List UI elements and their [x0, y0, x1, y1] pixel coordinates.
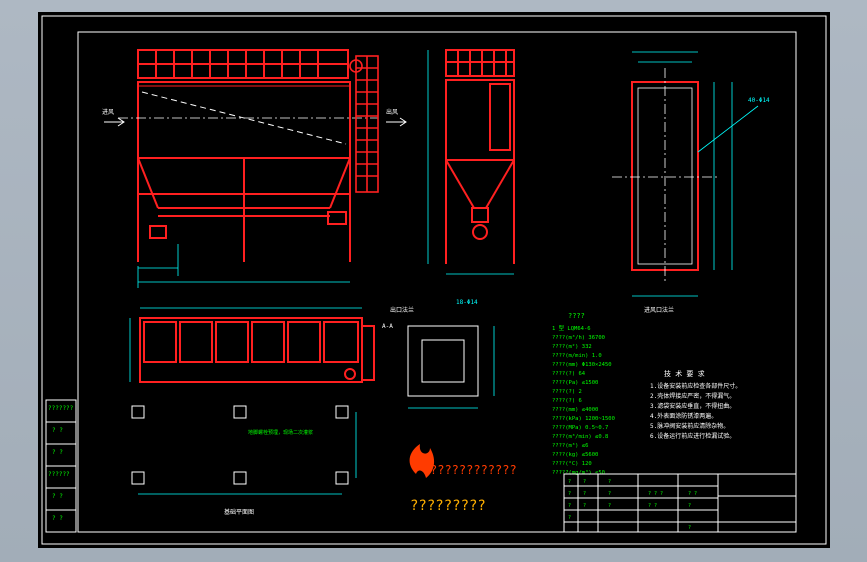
- title-block-cell: ?: [583, 479, 586, 485]
- inlet-hole-label: 40-Φ14: [748, 97, 770, 104]
- spec-row: ????(kPa) 1200~1500: [552, 416, 615, 422]
- foundation-title: 基础平面图: [224, 508, 254, 516]
- spec-row: ????(?) 64: [552, 371, 586, 377]
- side-title-cell: ? ?: [52, 449, 63, 456]
- outlet-label: 出风: [386, 108, 398, 116]
- spec-row: 1 型 LQM64-6: [552, 324, 591, 332]
- spec-row: ????(kg) ≤5600: [552, 452, 598, 458]
- flange-title: 出口法兰: [390, 306, 414, 314]
- title-block-cell: ?: [688, 525, 691, 531]
- spec-row: ????(?) 2: [552, 389, 582, 395]
- title-block-cell: ?: [608, 491, 611, 497]
- section-label: A-A: [382, 323, 393, 330]
- side-title-cell: ? ?: [52, 427, 63, 434]
- note-line: 3.滤袋安装应垂直，不得扭曲。: [650, 402, 735, 410]
- spec-row: ????(mm) ≤4000: [552, 407, 598, 413]
- technical-notes: 技 术 要 求 1.设备安装前应检查各部件尺寸。 2.壳体焊接应严密，不得漏气。…: [650, 369, 741, 440]
- spec-row: ?????(mg/m³) ≤50: [552, 469, 605, 476]
- title-block-cell: ?: [568, 491, 571, 497]
- foundation-note: 地脚螺栓预埋，现场二次灌浆: [248, 429, 313, 436]
- inlet-flange-title: 进风口法兰: [644, 306, 674, 314]
- spec-row: ????(?) 6: [552, 398, 582, 404]
- side-elevation-view: [427, 49, 515, 275]
- cad-drawing-canvas[interactable]: ??????? ? ? ? ? ?????? ? ? ? ?: [38, 12, 830, 548]
- spec-row: ????(m²) 332: [552, 343, 592, 350]
- flange-detail-view: 出口法兰 18-Φ14: [390, 299, 495, 409]
- drawing-svg: ??????? ? ? ? ? ?????? ? ? ? ?: [41, 15, 827, 545]
- spec-row: ????(Pa) ≤1500: [552, 380, 598, 386]
- note-line: 4.外表面涂防锈漆两遍。: [650, 412, 717, 420]
- spec-row: ????(°C) 120: [552, 461, 592, 467]
- spec-table: ???? 1 型 LQM64-6 ????(m³/h) 36700 ????(m…: [552, 312, 615, 476]
- spec-row: ????(MPa) 0.5~0.7: [552, 425, 608, 431]
- logo-subtitle: ?????????: [410, 498, 486, 514]
- foundation-plan-view: 地脚螺栓预埋，现场二次灌浆 基础平面图: [131, 405, 357, 516]
- notes-title: 技 术 要 求: [664, 369, 705, 378]
- company-logo: ???????????? ?????????: [409, 444, 517, 514]
- side-title-strip: ??????? ? ? ? ? ?????? ? ? ? ?: [45, 399, 77, 533]
- note-line: 6.设备运行前应进行检漏试验。: [650, 432, 735, 440]
- spec-row: ????(mm) Φ130×2450: [552, 362, 612, 368]
- side-title-cell: ??????: [48, 471, 70, 478]
- sheet-frame: [41, 15, 827, 545]
- title-block-cell: ?: [583, 503, 586, 509]
- section-view: A-A: [129, 307, 393, 383]
- spec-table-title: ????: [568, 312, 585, 320]
- title-block-cell: ? ?: [648, 503, 657, 509]
- side-title-cell: ? ?: [52, 515, 63, 522]
- side-title-cell: ???????: [48, 405, 74, 412]
- top-plan-view: 40-Φ14 进风口法兰: [612, 51, 770, 314]
- title-block-cell: ? ?: [688, 491, 697, 497]
- spec-row: ????(m³/min) ≤0.8: [552, 433, 608, 440]
- note-line: 2.壳体焊接应严密，不得漏气。: [650, 392, 735, 400]
- title-block-cell: ?: [583, 491, 586, 497]
- note-line: 1.设备安装前应检查各部件尺寸。: [650, 382, 741, 390]
- spec-row: ????(m/min) 1.0: [552, 353, 602, 359]
- spec-row: ????(m³/h) 36700: [552, 334, 605, 341]
- inlet-label: 进风: [102, 108, 114, 116]
- title-block-cell: ?: [608, 479, 611, 485]
- logo-title: ????????????: [430, 463, 517, 477]
- flame-icon: [409, 444, 435, 478]
- title-block-cell: ?: [568, 479, 571, 485]
- spec-row: ????(m³) ≤6: [552, 442, 588, 449]
- note-line: 5.脉冲阀安装前应清除杂物。: [650, 422, 729, 430]
- title-block-cell: ?: [608, 503, 611, 509]
- title-block: ? ? ? ? ? ? ? ? ? ? ? ? ? ? ? ? ? ? ?: [563, 473, 797, 533]
- front-elevation-view: 进风 出风: [102, 49, 407, 288]
- title-block-cell: ?: [568, 515, 571, 521]
- flange-hole-label: 18-Φ14: [456, 299, 478, 306]
- side-title-cell: ? ?: [52, 493, 63, 500]
- title-block-cell: ? ? ?: [648, 491, 663, 497]
- title-block-cell: ?: [688, 503, 691, 509]
- title-block-cell: ?: [568, 503, 571, 509]
